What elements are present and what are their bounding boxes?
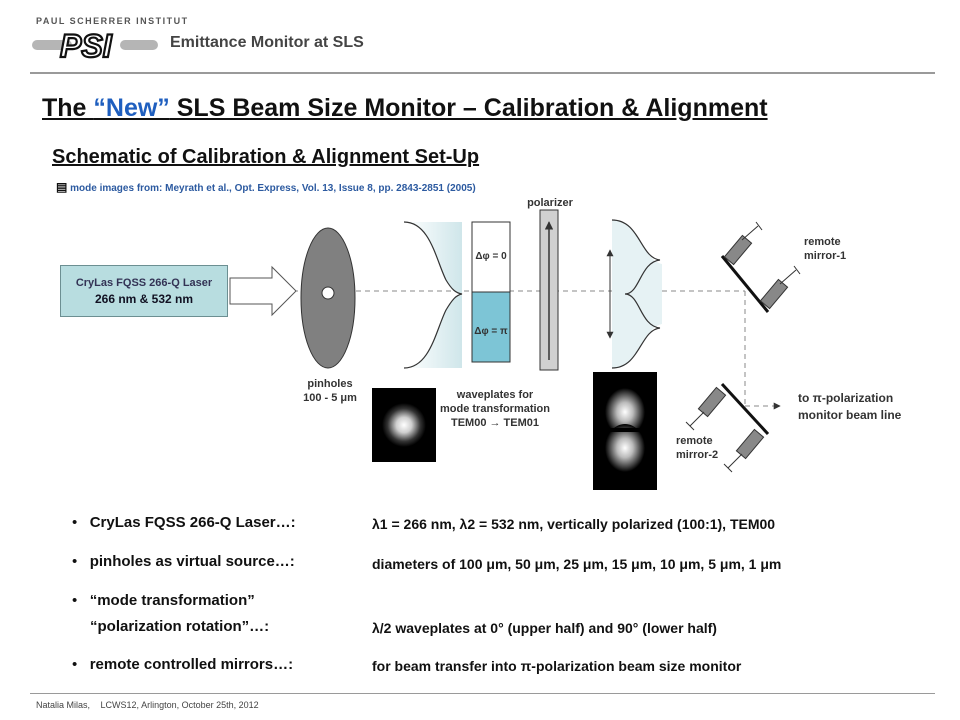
tem01-lower-lobe xyxy=(605,424,645,472)
output-line1: to π-polarization xyxy=(798,391,894,405)
bullet-4-value: for beam transfer into π-polarization be… xyxy=(372,658,742,674)
mirror2-line1: remote xyxy=(676,435,713,447)
bullet-2-value: diameters of 100 μm, 50 μm, 25 μm, 15 μm… xyxy=(372,556,782,572)
title-new: “New” xyxy=(93,94,170,122)
footer-author: Natalia Milas, xyxy=(36,700,91,710)
laser-model: CryLas FQSS 266-Q Laser xyxy=(75,277,213,289)
waveplates-line1: waveplates for xyxy=(456,389,534,401)
bullet-dot: • xyxy=(72,656,78,673)
bullet-1-label: CryLas FQSS 266-Q Laser…: xyxy=(89,514,296,531)
mirror1-line1: remote xyxy=(804,236,841,248)
title-part1: The xyxy=(42,94,94,122)
double-lobe-fill xyxy=(612,220,662,368)
output-label: to π-polarization monitor beam line xyxy=(798,390,901,424)
mirror1-label: remote mirror-1 xyxy=(804,235,846,263)
footer: Natalia Milas, LCWS12, Arlington, Octobe… xyxy=(36,700,259,710)
bullet-3-label-line1: “mode transformation” xyxy=(89,592,255,609)
laser-wavelengths: 266 nm & 532 nm xyxy=(94,292,194,306)
waveplate-upper xyxy=(471,221,511,293)
footer-divider xyxy=(30,693,935,694)
bullet-3-value: λ/2 waveplates at 0° (upper half) and 90… xyxy=(372,620,717,636)
bullet-1: • CryLas FQSS 266-Q Laser…: xyxy=(72,514,296,532)
bullet-1-value: λ1 = 266 nm, λ2 = 532 nm, vertically pol… xyxy=(372,516,776,532)
bullet-2: • pinholes as virtual source…: xyxy=(72,553,295,571)
double-lobe-profile xyxy=(611,219,661,369)
mirror1-line2: mirror-1 xyxy=(804,250,847,262)
bullet-2-label: pinholes as virtual source…: xyxy=(89,553,295,570)
page-title: The “New” SLS Beam Size Monitor – Calibr… xyxy=(42,94,768,123)
header-subtitle: Emittance Monitor at SLS xyxy=(170,34,364,51)
bullet-4: • remote controlled mirrors…: xyxy=(72,656,293,674)
gaussian-fill xyxy=(404,222,462,368)
mirror2-line2: mirror-2 xyxy=(676,449,719,461)
output-line2: monitor beam line xyxy=(798,408,902,422)
bullet-dot: • xyxy=(72,592,78,609)
polarizer-label: polarizer xyxy=(527,197,573,209)
tem01-node-line xyxy=(593,428,657,432)
gaussian-profile xyxy=(403,221,463,369)
logo-text: PSI xyxy=(60,28,113,62)
pinholes-line2: 100 - 5 μm xyxy=(303,392,357,404)
tem01-upper-lobe xyxy=(605,388,645,436)
mirror2-label: remote mirror-2 xyxy=(676,434,718,462)
setup-diagram xyxy=(229,209,801,490)
pinhole-aperture xyxy=(321,286,335,300)
org-name: PAUL SCHERRER INSTITUT xyxy=(36,16,189,26)
section-heading: Schematic of Calibration & Alignment Set… xyxy=(52,146,480,168)
laser-output-arrow xyxy=(229,265,297,317)
bullet-3-label-line2: “polarization rotation”…: xyxy=(90,618,270,635)
pinholes-line1: pinholes xyxy=(307,378,353,390)
psi-logo: PSI xyxy=(32,28,158,62)
tem00-spot xyxy=(382,403,426,447)
reference-line: ▤ mode images from: Meyrath et al., Opt.… xyxy=(56,180,476,194)
bullet-dot: • xyxy=(72,553,78,570)
document-icon: ▤ xyxy=(56,180,68,194)
header-divider xyxy=(30,72,935,74)
waveplate-lower xyxy=(471,291,511,363)
phase-top-label: Δφ = 0 xyxy=(475,251,507,262)
bullet-3: • “mode transformation” xyxy=(72,592,255,610)
phase-bottom-label: Δφ = π xyxy=(474,326,508,337)
footer-event: LCWS12, Arlington, October 25th, 2012 xyxy=(100,700,259,710)
bullet-4-label: remote controlled mirrors…: xyxy=(89,656,294,673)
remote-mirror-1 xyxy=(720,221,801,313)
laser-box: CryLas FQSS 266-Q Laser 266 nm & 532 nm xyxy=(60,265,228,317)
pinholes-label: pinholes 100 - 5 μm xyxy=(290,377,370,405)
waveplates-label: waveplates for mode transformation TEM00… xyxy=(430,388,560,430)
waveplates-line3: TEM00 → TEM01 xyxy=(450,417,540,429)
waveplates-line2: mode transformation xyxy=(439,403,550,415)
title-part2: SLS Beam Size Monitor – Calibration & Al… xyxy=(169,94,768,122)
bullet-dot: • xyxy=(72,514,78,531)
remote-mirror-2 xyxy=(685,382,770,473)
reference-text: mode images from: Meyrath et al., Opt. E… xyxy=(70,183,476,194)
